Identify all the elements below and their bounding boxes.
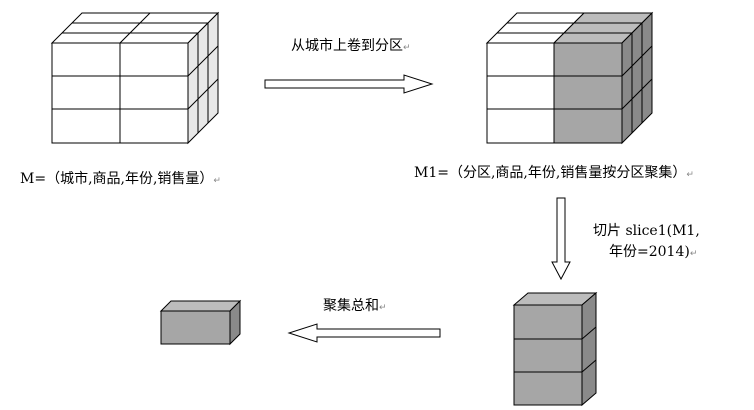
slice-label-line2: 年份=2014)↵ xyxy=(609,244,698,260)
m-formula-label: M=（城市,商品,年份,销售量）↵ xyxy=(20,171,221,187)
aggregate-label: 聚集总和↵ xyxy=(323,298,387,314)
slice-column-side xyxy=(581,291,597,407)
cube-m1 xyxy=(485,11,654,145)
paragraph-mark: ↵ xyxy=(403,43,411,53)
result-block xyxy=(159,299,242,346)
aggregate-arrow xyxy=(287,323,441,343)
cube-m1-front-right xyxy=(553,42,623,144)
result-block-front xyxy=(160,310,231,345)
slice-column-front xyxy=(513,304,583,406)
rollup-arrow xyxy=(264,74,434,94)
paragraph-mark: ↵ xyxy=(686,170,694,180)
paragraph-mark: ↵ xyxy=(689,249,698,259)
cube-m1-front-left xyxy=(486,42,555,144)
slice-column xyxy=(512,291,598,407)
paragraph-mark: ↵ xyxy=(213,176,221,186)
paragraph-mark: ↵ xyxy=(379,303,387,313)
m1-formula-label: M1=（分区,商品,年份,销售量按分区聚集）↵ xyxy=(414,165,694,181)
slice-label-line1: 切片 slice1(M1, xyxy=(593,223,700,239)
result-block-top xyxy=(159,300,242,312)
cube-m xyxy=(50,11,220,145)
slice-arrow xyxy=(551,197,571,281)
rollup-label: 从城市上卷到分区↵ xyxy=(291,38,411,54)
